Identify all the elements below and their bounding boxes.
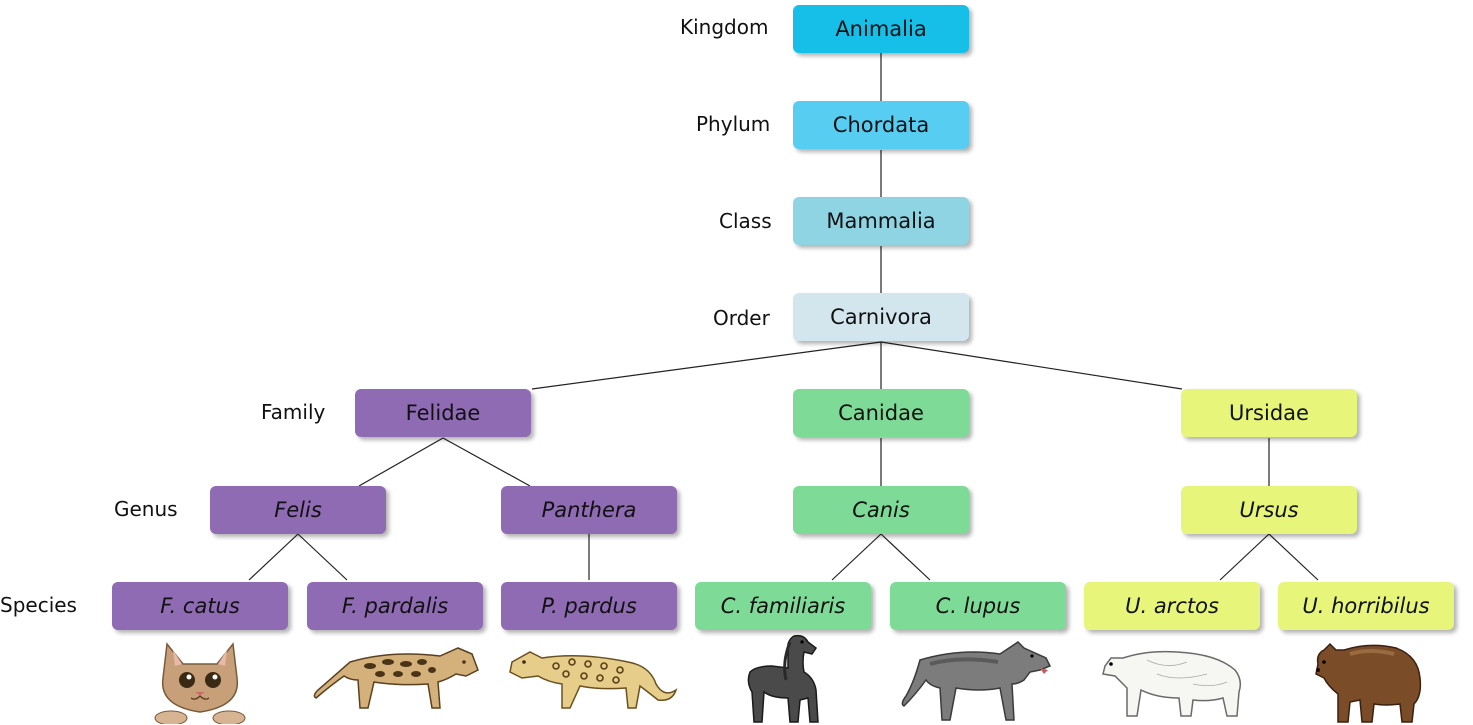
rank-label-kingdom: Kingdom (680, 15, 769, 39)
rank-label-order: Order (713, 306, 770, 330)
node-species-u-arctos: U. arctos (1084, 582, 1260, 630)
node-species-f-catus: F. catus (112, 582, 288, 630)
grizzly-bear-icon (1315, 642, 1422, 723)
node-genus-ursus: Ursus (1181, 486, 1357, 534)
leopard-icon (509, 651, 678, 709)
node-species-p-pardus: P. pardus (501, 582, 677, 630)
node-genus-canis: Canis (793, 486, 969, 534)
grey-wolf-icon (901, 641, 1052, 721)
node-order: Carnivora (793, 293, 969, 341)
node-species-c-familiaris: C. familiaris (695, 582, 871, 630)
node-species-f-pardalis: F. pardalis (307, 582, 483, 630)
rank-label-class: Class (719, 209, 772, 233)
node-phylum: Chordata (793, 101, 969, 149)
rank-label-genus: Genus (114, 497, 178, 521)
node-family-felidae: Felidae (355, 389, 531, 437)
rank-label-family: Family (261, 400, 326, 424)
ocelot-icon (313, 647, 479, 709)
rank-label-phylum: Phylum (696, 112, 771, 136)
polar-bear-icon (1102, 650, 1242, 717)
node-kingdom: Animalia (793, 5, 969, 53)
node-family-ursidae: Ursidae (1181, 389, 1357, 437)
node-genus-panthera: Panthera (501, 486, 677, 534)
node-species-u-horribilus: U. horribilus (1278, 582, 1454, 630)
node-species-c-lupus: C. lupus (890, 582, 1066, 630)
node-genus-felis: Felis (210, 486, 386, 534)
node-family-canidae: Canidae (793, 389, 969, 437)
afghan-hound-icon (747, 634, 819, 723)
node-class: Mammalia (793, 197, 969, 245)
domestic-cat-icon (154, 642, 246, 724)
rank-label-species: Species (0, 593, 77, 617)
